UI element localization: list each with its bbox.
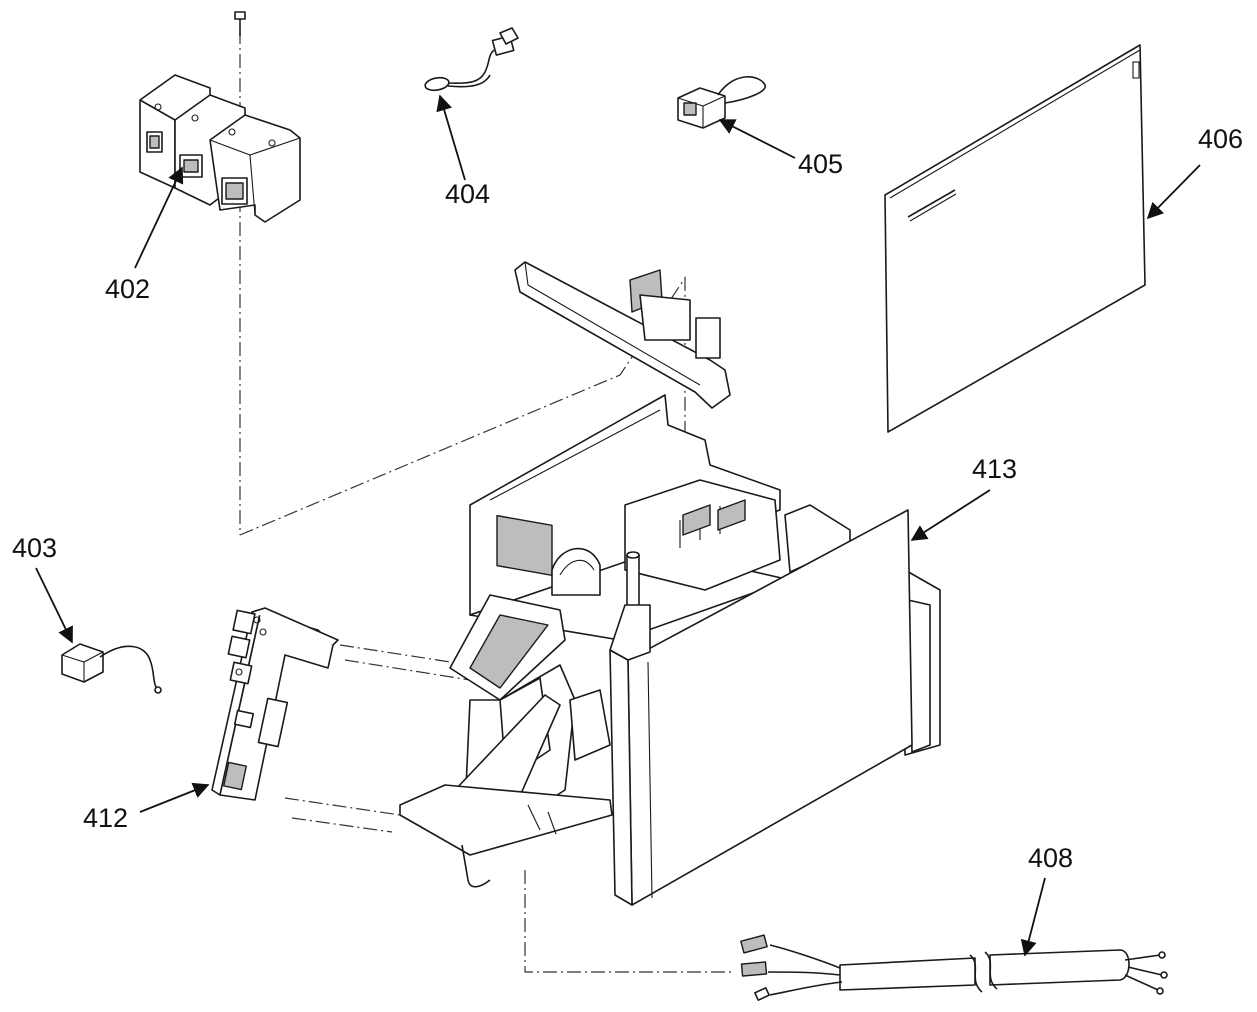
callout-408: 408 <box>1028 843 1073 873</box>
leader-lines <box>35 94 1201 957</box>
callout-404: 404 <box>445 179 490 209</box>
callout-412: 412 <box>83 803 128 833</box>
part-405-connector <box>677 76 766 129</box>
callout-406: 406 <box>1198 124 1243 154</box>
callout-402: 402 <box>105 274 150 304</box>
part-413-housing <box>399 261 941 906</box>
callout-403: 403 <box>12 533 57 563</box>
callout-413: 413 <box>972 454 1017 484</box>
part-412-sensor-board <box>211 607 339 801</box>
part-402-connector-block <box>139 11 301 223</box>
part-406-panel <box>884 44 1146 433</box>
callout-405: 405 <box>798 149 843 179</box>
part-404-sensor-lead <box>424 27 519 92</box>
part-408-cable <box>740 934 1168 1001</box>
callout-labels: 402 403 404 405 406 408 412 413 <box>12 124 1243 873</box>
part-403-connector-wire <box>61 643 162 694</box>
